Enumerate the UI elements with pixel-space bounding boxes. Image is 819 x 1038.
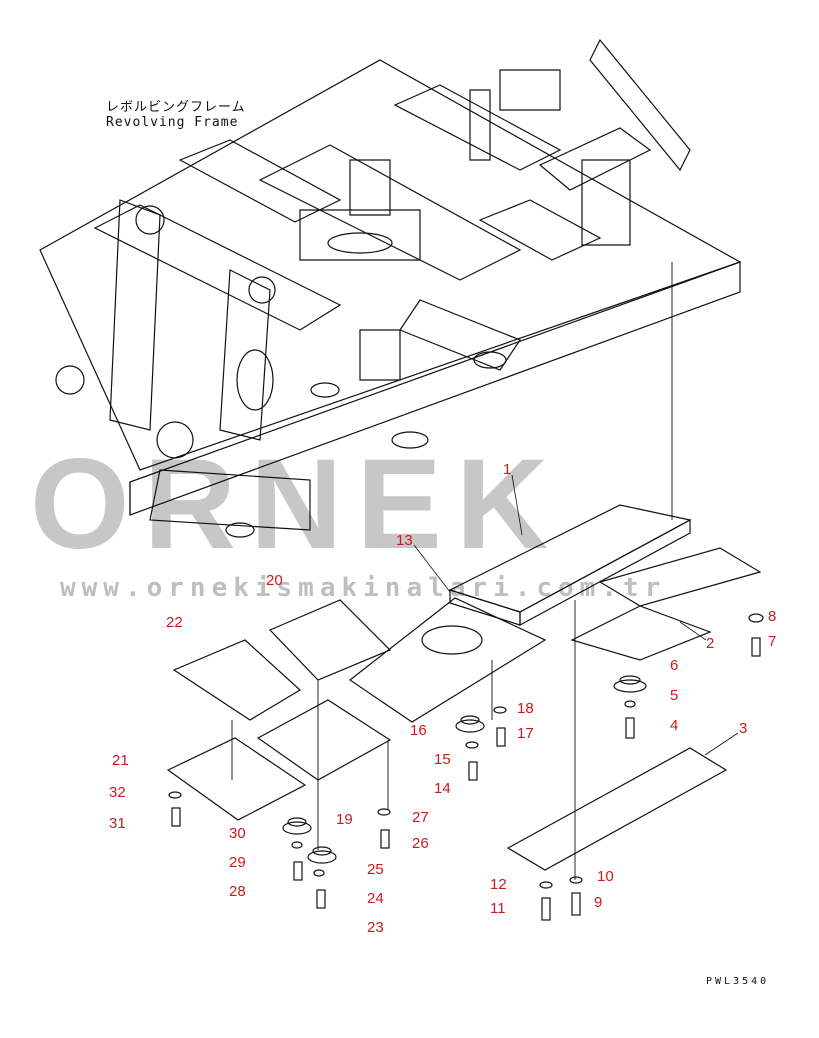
callout-6: 6	[670, 657, 678, 674]
callout-8: 8	[768, 608, 776, 625]
callout-23: 23	[367, 919, 384, 936]
revolving-frame	[39, 38, 742, 538]
part-22-cover	[172, 639, 302, 721]
callout-3: 3	[739, 720, 747, 737]
callouts: 1 2 3 4 5 6 7 8 9 10 11 12 13 14 15 16 1…	[109, 461, 776, 936]
parts	[166, 262, 764, 921]
title-en: Revolving Frame	[106, 115, 239, 130]
callout-16: 16	[410, 722, 427, 739]
callout-13: 13	[396, 532, 413, 549]
drawing-code: PWL3540	[706, 976, 770, 987]
callout-29: 29	[229, 854, 246, 871]
callout-1: 1	[503, 461, 511, 478]
part-2-plate	[598, 547, 762, 607]
callout-2: 2	[706, 635, 714, 652]
callout-24: 24	[367, 890, 384, 907]
watermark-url: www.ornekismakinalari.com.tr	[60, 573, 666, 603]
callout-11: 11	[490, 900, 506, 917]
part-20-cover	[268, 599, 392, 681]
callout-30: 30	[229, 825, 246, 842]
part-19-plate	[256, 699, 392, 781]
callout-9: 9	[594, 894, 602, 911]
callout-5: 5	[670, 687, 678, 704]
callout-27: 27	[412, 809, 429, 826]
watermark: ORNEK www.ornekismakinalari.com.tr	[30, 433, 666, 603]
part-21-plate	[166, 737, 307, 821]
part-13-plate	[348, 597, 547, 723]
callout-32: 32	[109, 784, 126, 801]
part-3-plate	[506, 747, 728, 871]
callout-19: 19	[336, 811, 353, 828]
callout-4: 4	[670, 717, 678, 734]
callout-20: 20	[266, 572, 283, 589]
callout-28: 28	[229, 883, 246, 900]
callout-14: 14	[434, 780, 451, 797]
callout-26: 26	[412, 835, 429, 852]
callout-18: 18	[517, 700, 534, 717]
callout-10: 10	[597, 868, 614, 885]
callout-25: 25	[367, 861, 384, 878]
callout-15: 15	[434, 751, 451, 768]
callout-31: 31	[109, 815, 126, 832]
callout-21: 21	[112, 752, 129, 769]
callout-12: 12	[490, 876, 507, 893]
callout-22: 22	[166, 614, 183, 631]
callout-7: 7	[768, 633, 776, 650]
leader-lines	[413, 474, 739, 756]
callout-17: 17	[517, 725, 534, 742]
title-jp: レボルビングフレーム	[106, 100, 246, 115]
